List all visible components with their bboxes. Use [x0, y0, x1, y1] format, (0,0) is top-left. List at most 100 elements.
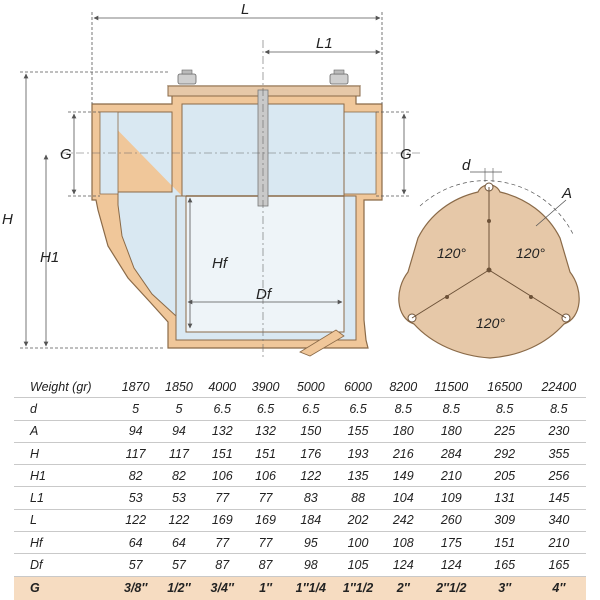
table-cell: 8.5 — [381, 397, 425, 421]
table-cell: 175 — [424, 531, 478, 555]
row-label: L1 — [14, 486, 114, 510]
table-cell: 122 — [114, 509, 158, 533]
row-label: G — [14, 576, 114, 600]
angle-label-bottom: 120° — [476, 315, 505, 331]
label-A: A — [561, 185, 572, 202]
table-cell: 87 — [243, 553, 288, 577]
table-cell: 210 — [531, 531, 586, 555]
table-cell: 124 — [424, 553, 478, 577]
label-Df: Df — [256, 286, 273, 303]
table-cell: 4000 — [200, 376, 244, 399]
row-label: Weight (gr) — [14, 376, 114, 399]
table-cell: 184 — [287, 509, 335, 533]
cover-bolt-right — [329, 69, 349, 85]
table-cell: 3900 — [243, 376, 288, 399]
table-cell: 82 — [157, 464, 201, 488]
table-cell: 155 — [334, 420, 382, 443]
table-cell: 98 — [287, 553, 335, 577]
table-cell: 77 — [243, 486, 288, 510]
table-cell: 87 — [200, 553, 244, 577]
table-cell: 77 — [200, 486, 244, 510]
dimension-lines — [20, 12, 410, 349]
label-L1: L1 — [316, 35, 333, 52]
table-cell: 4″ — [531, 576, 586, 600]
table-cell: 180 — [424, 420, 478, 443]
table-cell: 122 — [287, 464, 335, 488]
row-label: H — [14, 442, 114, 466]
table-cell: 176 — [287, 442, 335, 466]
cover-bolt-left — [177, 69, 197, 85]
label-H: H — [2, 211, 13, 228]
table-cell: 1″ — [243, 576, 288, 600]
table-cell: 106 — [200, 464, 244, 488]
table-cell: 106 — [243, 464, 288, 488]
label-G-right: G — [400, 146, 412, 163]
table-cell: 132 — [200, 420, 244, 443]
filter-basket — [185, 195, 345, 333]
table-cell: 242 — [381, 509, 425, 533]
table-cell: 83 — [287, 486, 335, 510]
table-cell: 165 — [477, 553, 532, 577]
table-cell: 6.5 — [287, 397, 335, 421]
table-cell: 95 — [287, 531, 335, 555]
table-cell: 8.5 — [531, 397, 586, 421]
table-cell: 6.5 — [200, 397, 244, 421]
table-cell: 109 — [424, 486, 478, 510]
table-cell: 53 — [157, 486, 201, 510]
row-label: H1 — [14, 464, 114, 488]
table-cell: 8.5 — [477, 397, 532, 421]
filter-side-view — [60, 40, 420, 360]
table-cell: 6000 — [334, 376, 382, 399]
label-d: d — [462, 157, 471, 174]
table-cell: 100 — [334, 531, 382, 555]
table-cell: 64 — [157, 531, 201, 555]
table-cell: 151 — [200, 442, 244, 466]
table-cell: 202 — [334, 509, 382, 533]
row-label: A — [14, 420, 114, 443]
table-cell: 2″1/2 — [424, 576, 478, 600]
table-cell: 8200 — [381, 376, 425, 399]
table-cell: 64 — [114, 531, 158, 555]
angle-label-top-left: 120° — [437, 245, 466, 261]
table-cell: 6.5 — [243, 397, 288, 421]
table-cell: 1″1/4 — [287, 576, 335, 600]
table-cell: 1850 — [157, 376, 201, 399]
table-cell: 8.5 — [424, 397, 478, 421]
table-cell: 5 — [157, 397, 201, 421]
table-cell: 149 — [381, 464, 425, 488]
table-cell: 5 — [114, 397, 158, 421]
table-cell: 256 — [531, 464, 586, 488]
table-cell: 22400 — [531, 376, 586, 399]
table-cell: 216 — [381, 442, 425, 466]
table-cell: 340 — [531, 509, 586, 533]
table-cell: 53 — [114, 486, 158, 510]
table-cell: 355 — [531, 442, 586, 466]
table-cell: 124 — [381, 553, 425, 577]
table-cell: 16500 — [477, 376, 532, 399]
drain-plug — [299, 329, 345, 357]
table-cell: 82 — [114, 464, 158, 488]
table-cell: 210 — [424, 464, 478, 488]
angle-label-top-right: 120° — [516, 245, 545, 261]
table-cell: 108 — [381, 531, 425, 555]
table-cell: 11500 — [424, 376, 478, 399]
table-cell: 131 — [477, 486, 532, 510]
label-L: L — [241, 1, 249, 18]
table-cell: 3″ — [477, 576, 532, 600]
table-cell: 145 — [531, 486, 586, 510]
table-cell: 88 — [334, 486, 382, 510]
table-cell: 77 — [243, 531, 288, 555]
cover-top-view — [398, 168, 580, 359]
table-cell: 292 — [477, 442, 532, 466]
table-cell: 225 — [477, 420, 532, 443]
table-cell: 105 — [334, 553, 382, 577]
table-cell: 94 — [114, 420, 158, 443]
table-cell: 117 — [157, 442, 201, 466]
